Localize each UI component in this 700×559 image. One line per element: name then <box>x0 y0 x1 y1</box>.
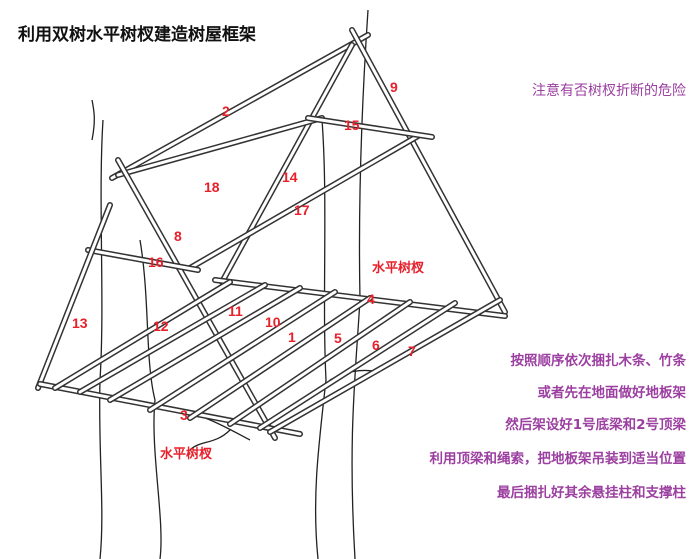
left-tree-trunk <box>91 99 95 141</box>
pole-number-17: 17 <box>294 202 310 218</box>
pole <box>188 134 420 270</box>
pole <box>228 300 412 426</box>
step-note-1: 按照顺序依次捆扎木条、竹条 <box>510 353 687 369</box>
pole-number-1: 1 <box>288 329 296 345</box>
pole <box>78 283 267 394</box>
pole-number-6: 6 <box>372 337 380 353</box>
pole <box>36 203 112 390</box>
pole-number-11: 11 <box>228 303 243 319</box>
pole <box>148 290 337 412</box>
pole <box>258 301 457 430</box>
pole <box>86 248 200 272</box>
step-note-2: 或者先在地面做好地板架 <box>537 385 687 401</box>
pole <box>268 298 502 434</box>
pole-number-10: 10 <box>265 314 281 330</box>
pole-number-14: 14 <box>282 169 298 185</box>
pole-number-9: 9 <box>390 79 398 95</box>
pole <box>110 33 370 180</box>
step-note-5: 最后捆扎好其余悬挂柱和支撑柱 <box>497 485 686 501</box>
step-note-3: 然后架设好1号底梁和2号顶梁 <box>505 417 686 433</box>
branch-label-lower: 水平树杈 <box>160 446 212 462</box>
pole-number-5: 5 <box>334 330 342 346</box>
pole <box>108 286 302 402</box>
poles <box>35 27 508 441</box>
left-tree-trunk <box>98 119 104 559</box>
branch-label-upper: 水平树杈 <box>372 260 424 276</box>
pole-number-16: 16 <box>148 254 164 270</box>
pole-number-3: 3 <box>180 407 188 423</box>
pole-number-18: 18 <box>204 179 220 195</box>
pole <box>188 296 372 420</box>
pole-number-8: 8 <box>174 228 182 244</box>
step-note-4: 利用顶梁和绳索，把地板架吊装到适当位置 <box>429 451 687 467</box>
pole <box>220 43 354 284</box>
pole <box>53 280 232 390</box>
right-tree-trunk <box>351 9 369 559</box>
pole <box>350 28 507 314</box>
pole-number-4: 4 <box>367 291 375 307</box>
right-tree-trunk <box>314 119 327 559</box>
pole <box>306 116 434 139</box>
pole-number-7: 7 <box>408 343 416 359</box>
pole-number-2: 2 <box>222 103 230 119</box>
left-tree-trunk <box>139 239 162 559</box>
warning-note: 注意有否树杈折断的危险 <box>532 83 686 99</box>
pole-number-12: 12 <box>153 318 169 334</box>
pole-number-15: 15 <box>344 117 360 133</box>
pole-number-13: 13 <box>72 315 88 331</box>
page-title: 利用双树水平树杈建造树屋框架 <box>18 25 256 45</box>
pole <box>116 116 324 177</box>
